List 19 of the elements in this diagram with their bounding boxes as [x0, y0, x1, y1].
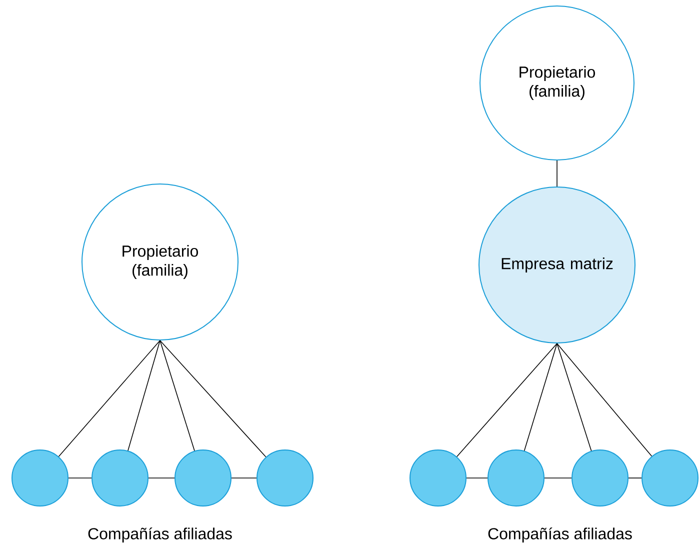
- group-caption: Compañías afiliadas: [88, 527, 232, 543]
- affiliate-circle: [92, 450, 148, 506]
- affiliate-circle: [642, 450, 698, 506]
- connector-line: [58, 340, 160, 457]
- affiliate-circle: [572, 450, 628, 506]
- connector-line: [456, 343, 558, 458]
- connector-line: [160, 340, 266, 458]
- connector-line: [556, 343, 652, 457]
- affiliate-circle: [488, 450, 544, 506]
- affiliate-circle: [174, 450, 232, 506]
- connector-line: [556, 343, 592, 452]
- affiliate-circle: [256, 450, 314, 506]
- connector-line: [556, 160, 558, 187]
- connector-line: [160, 340, 195, 452]
- connector-line: [128, 340, 160, 452]
- affiliate-circle: [12, 450, 68, 506]
- affiliate-circle: [410, 450, 466, 506]
- group-caption: Compañías afiliadas: [488, 527, 632, 543]
- connector-line: [524, 343, 558, 452]
